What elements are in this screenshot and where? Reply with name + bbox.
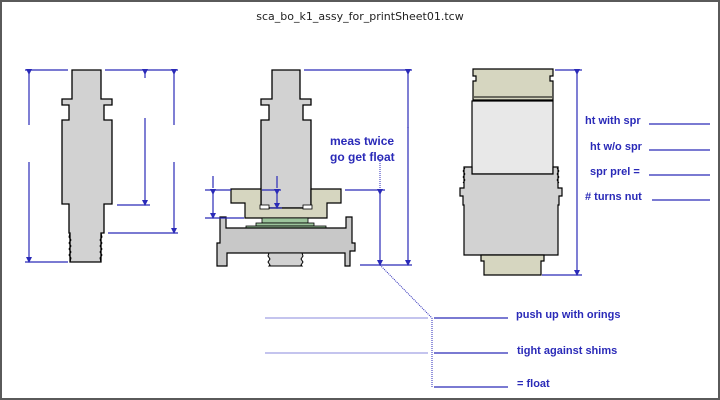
field-ht-with-spr[interactable]: ht with spr (585, 115, 710, 127)
field-label: tight against shims (517, 345, 617, 357)
field-label: # turns nut (585, 191, 642, 203)
field-float[interactable]: = float (434, 378, 550, 390)
meas-note-line2: go get float (330, 150, 395, 164)
field-label: ht with spr (585, 115, 641, 127)
field-turns-nut[interactable]: # turns nut (585, 191, 710, 203)
field-label: push up with orings (516, 309, 621, 321)
float-fields: push up with orings tight against shims … (434, 309, 621, 390)
field-tight-against-shims[interactable]: tight against shims (434, 345, 617, 357)
bolt-dimensions (25, 69, 178, 263)
field-ht-without-spr[interactable]: ht w/o spr (590, 141, 710, 153)
spring-dimensions (542, 69, 582, 276)
field-label: spr prel = (590, 166, 640, 178)
assembly-middle (216, 69, 356, 267)
assembly-dimensions (205, 69, 412, 266)
field-label: ht w/o spr (590, 141, 643, 153)
field-spr-prel[interactable]: spr prel = (590, 166, 710, 178)
drawing-title: sca_bo_k1_assy_for_printSheet01.tcw (256, 10, 464, 23)
field-label: = float (517, 378, 550, 390)
meas-note-line1: meas twice (330, 134, 394, 148)
spring-fields: ht with spr ht w/o spr spr prel = # turn… (585, 115, 710, 203)
spring-assembly-right (459, 68, 563, 276)
bolt-part-left (61, 69, 113, 263)
float-leader (265, 264, 433, 387)
field-push-up-orings[interactable]: push up with orings (434, 309, 621, 321)
